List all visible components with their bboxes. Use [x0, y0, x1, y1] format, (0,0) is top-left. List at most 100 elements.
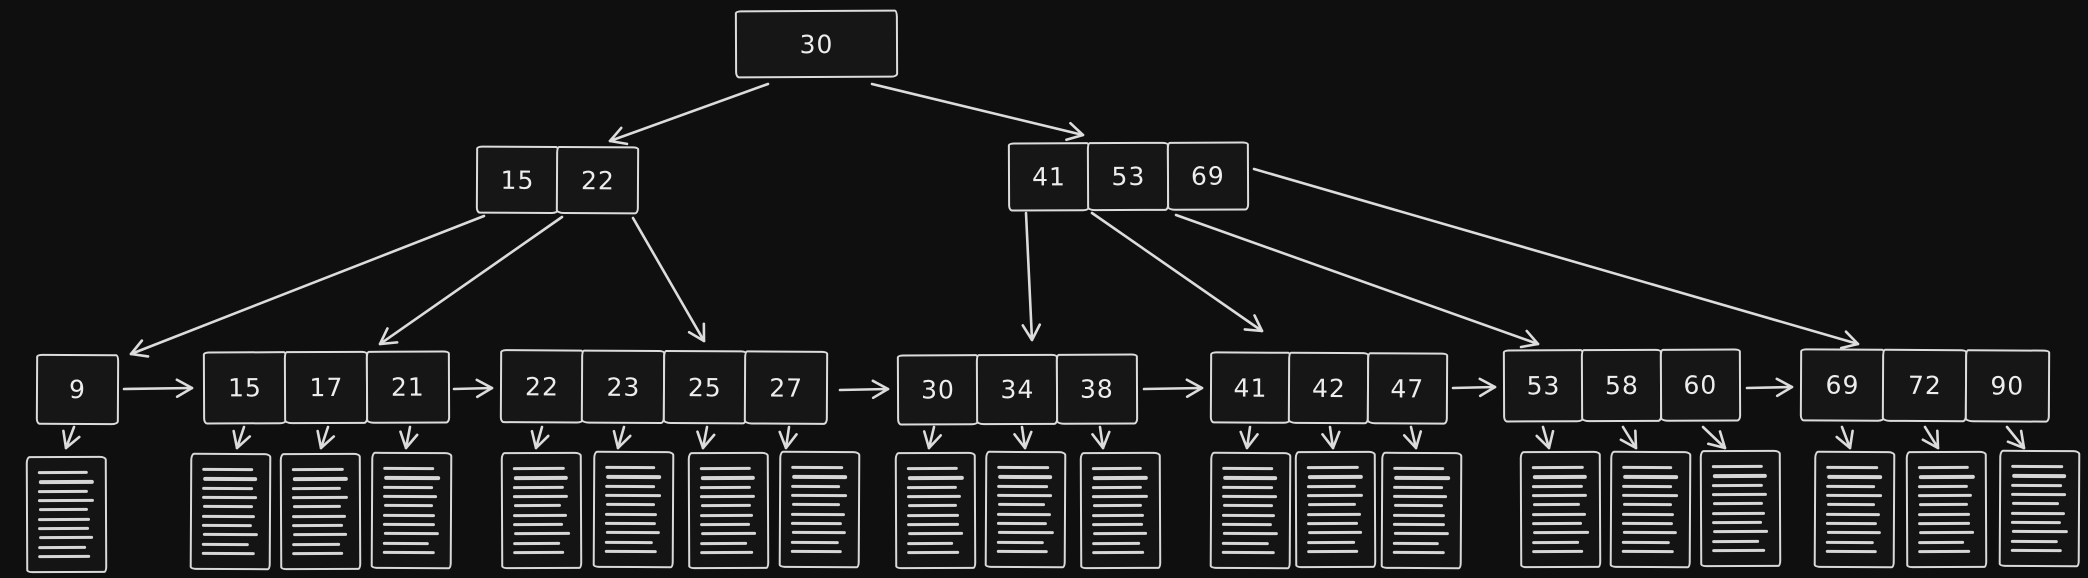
record-pointer-arrow — [62, 425, 81, 450]
document-lines-icon — [778, 450, 861, 569]
key-cell: 90 — [1964, 349, 2051, 423]
key-cell: 25 — [662, 349, 748, 425]
leaf-node-7: 69 72 90 — [1799, 348, 2051, 423]
record-pointer-arrow — [1701, 425, 1727, 450]
key-cell: 34 — [976, 353, 1059, 426]
key-value: 60 — [1683, 370, 1718, 400]
record-pointer-arrow — [1402, 425, 1423, 450]
key-value: 27 — [769, 373, 804, 403]
leaf-node-2: 15 17 21 — [202, 350, 450, 425]
key-value: 69 — [1190, 161, 1225, 191]
key-value: 15 — [500, 165, 535, 195]
record-pointer-arrow — [1921, 425, 1940, 450]
key-value: 47 — [1390, 373, 1425, 403]
key-cell: 58 — [1581, 348, 1663, 423]
key-cell: 23 — [581, 349, 666, 425]
document-lines-icon — [1380, 451, 1463, 570]
leaf-node-4: 30 34 38 — [896, 353, 1138, 426]
document-lines-icon — [1813, 450, 1896, 569]
leaf-chain-arrow — [122, 378, 194, 399]
document-lines-icon — [279, 452, 362, 571]
key-cell: 15 — [475, 145, 560, 215]
leaf-node-3: 22 23 25 27 — [499, 349, 829, 425]
record-pointer-arrow — [1835, 425, 1854, 450]
key-value: 30 — [921, 375, 955, 405]
key-cell: 22 — [556, 145, 640, 215]
document-lines-icon — [1519, 450, 1602, 569]
key-value: 69 — [1825, 370, 1860, 400]
document-lines-icon — [500, 451, 583, 570]
document-lines-icon — [1699, 449, 1782, 568]
internal-node-right: 41 53 69 — [1007, 141, 1249, 212]
key-value: 22 — [580, 165, 615, 195]
document-lines-icon — [687, 451, 770, 570]
tree-edge-arrow — [608, 82, 770, 146]
leaf-chain-arrow — [452, 378, 494, 399]
document-lines-icon — [1209, 451, 1292, 570]
key-value: 25 — [687, 372, 722, 402]
document-lines-icon — [592, 450, 675, 569]
tree-edge-arrow — [870, 82, 1085, 142]
document-lines-icon — [1998, 449, 2081, 568]
record-pointer-arrow — [1239, 425, 1259, 450]
key-cell: 69 — [1166, 141, 1249, 211]
record-pointer-arrow — [1535, 425, 1555, 450]
key-cell: 42 — [1288, 351, 1370, 425]
record-pointer-arrow — [316, 425, 336, 450]
document-lines-icon — [25, 455, 108, 574]
key-value: 22 — [525, 371, 559, 401]
record-pointer-arrow — [778, 425, 798, 450]
tree-edge-arrow — [1021, 211, 1042, 342]
key-cell: 60 — [1659, 348, 1741, 422]
key-value: 58 — [1604, 370, 1639, 401]
key-cell: 47 — [1366, 352, 1448, 425]
tree-edge-arrow — [1174, 213, 1540, 349]
key-value: 42 — [1311, 373, 1346, 403]
record-pointer-arrow — [696, 425, 716, 450]
tree-edge-arrow — [129, 214, 486, 358]
key-value: 23 — [606, 372, 641, 402]
record-pointer-arrow — [1091, 425, 1111, 450]
key-value: 9 — [68, 374, 87, 405]
key-cell: 38 — [1055, 353, 1138, 425]
key-value: 41 — [1233, 373, 1268, 403]
document-lines-icon — [370, 451, 453, 570]
record-pointer-arrow — [530, 425, 550, 450]
leaf-chain-arrow — [1142, 378, 1204, 399]
record-pointer-arrow — [1619, 425, 1638, 450]
key-value: 72 — [1907, 370, 1942, 401]
key-value: 21 — [390, 372, 425, 402]
tree-edge-arrow — [1252, 167, 1860, 350]
key-cell: 21 — [365, 350, 450, 424]
key-cell: 30 — [734, 9, 899, 79]
document-lines-icon — [984, 450, 1067, 569]
tree-edge-arrow — [631, 216, 706, 343]
leaf-chain-arrow — [1745, 377, 1794, 398]
key-cell: 69 — [1799, 348, 1886, 422]
key-cell: 72 — [1882, 348, 1968, 423]
key-cell: 53 — [1087, 141, 1170, 212]
leaf-node-5: 41 42 47 — [1209, 351, 1448, 425]
key-cell: 27 — [744, 350, 829, 425]
key-cell: 17 — [284, 350, 369, 425]
key-value: 30 — [799, 29, 834, 59]
document-lines-icon — [1609, 450, 1692, 569]
key-cell: 41 — [1209, 351, 1292, 424]
document-lines-icon — [894, 451, 977, 570]
key-value: 53 — [1526, 371, 1561, 401]
tree-edge-arrow — [378, 215, 564, 346]
key-cell: 30 — [896, 354, 980, 426]
document-lines-icon — [1079, 451, 1162, 570]
key-cell: 9 — [35, 353, 120, 426]
document-lines-icon — [189, 452, 272, 571]
record-pointer-arrow — [1321, 425, 1341, 450]
record-pointer-arrow — [399, 425, 419, 450]
key-cell: 53 — [1502, 349, 1585, 423]
leaf-chain-arrow — [838, 379, 890, 400]
internal-node-left: 15 22 — [475, 145, 640, 215]
record-pointer-arrow — [612, 425, 632, 450]
key-value: 34 — [1000, 374, 1035, 405]
leaf-chain-arrow — [1451, 377, 1497, 398]
